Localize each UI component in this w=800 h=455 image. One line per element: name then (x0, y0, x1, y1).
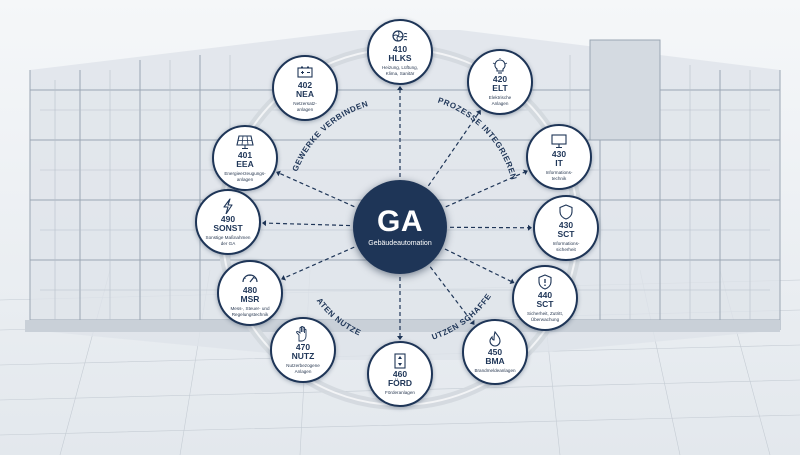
node-abbreviation: NUTZ (291, 350, 315, 361)
node-code: 402 (297, 79, 313, 90)
node-description: Sicherheit, Zutritt,Überwachung (527, 310, 563, 322)
node-description: Brandmeldeanlagen (474, 367, 516, 373)
node-code: 410 (392, 43, 408, 54)
node-code: 480 (242, 284, 258, 295)
battery-icon (297, 66, 313, 78)
elevator-icon (394, 353, 406, 369)
solar-panel-icon (236, 135, 254, 149)
fan-water-icon (392, 30, 408, 42)
node-abbreviation: ELT (492, 82, 508, 93)
lightbulb-icon (492, 57, 508, 74)
node-code: 420 (492, 73, 508, 84)
hand-icon (296, 325, 307, 342)
node-code: 450 (487, 346, 503, 357)
node-code: 401 (237, 149, 253, 160)
node-abbreviation: IT (555, 157, 563, 168)
node-abbreviation: MSR (240, 293, 260, 304)
node-code: 460 (392, 368, 408, 379)
node-abbreviation: FÖRD (387, 377, 413, 388)
node-description: Netzersatz-anlagen (293, 100, 317, 112)
gauge-icon (242, 274, 258, 283)
flame-icon (489, 330, 501, 347)
node-code: 470 (295, 341, 311, 352)
lightning-icon (223, 198, 233, 214)
node-abbreviation: BMA (485, 355, 505, 366)
node-code: 430 (551, 148, 567, 159)
node-abbreviation: SONST (213, 222, 243, 233)
node-code: 490 (220, 213, 236, 224)
hub-title: GA (377, 205, 423, 238)
monitor-icon (551, 134, 567, 148)
node-abbreviation: EEA (236, 158, 254, 169)
node-abbreviation: NEA (296, 88, 314, 99)
node-description: Energieerzeugungs-anlagen (224, 170, 266, 182)
node-description: Informations-technik (545, 169, 573, 181)
node-description: Heizung, Lüftung,Klima, Sanitär (381, 64, 418, 76)
node-abbreviation: SCT (536, 298, 554, 309)
shield-icon (559, 204, 573, 220)
node-description: Informations-sicherheit (552, 240, 580, 252)
node-abbreviation: HLKS (388, 52, 412, 63)
node-code: 440 (537, 289, 553, 300)
shield-alert-icon (538, 274, 552, 290)
node-code: 430 (558, 219, 574, 230)
hub-subtitle: Gebäudeautomation (368, 240, 432, 247)
node-description: Förderanlagen (385, 389, 415, 395)
node-abbreviation: SCT (557, 228, 575, 239)
ga-hub[interactable]: GA Gebäudeautomation (353, 180, 447, 274)
